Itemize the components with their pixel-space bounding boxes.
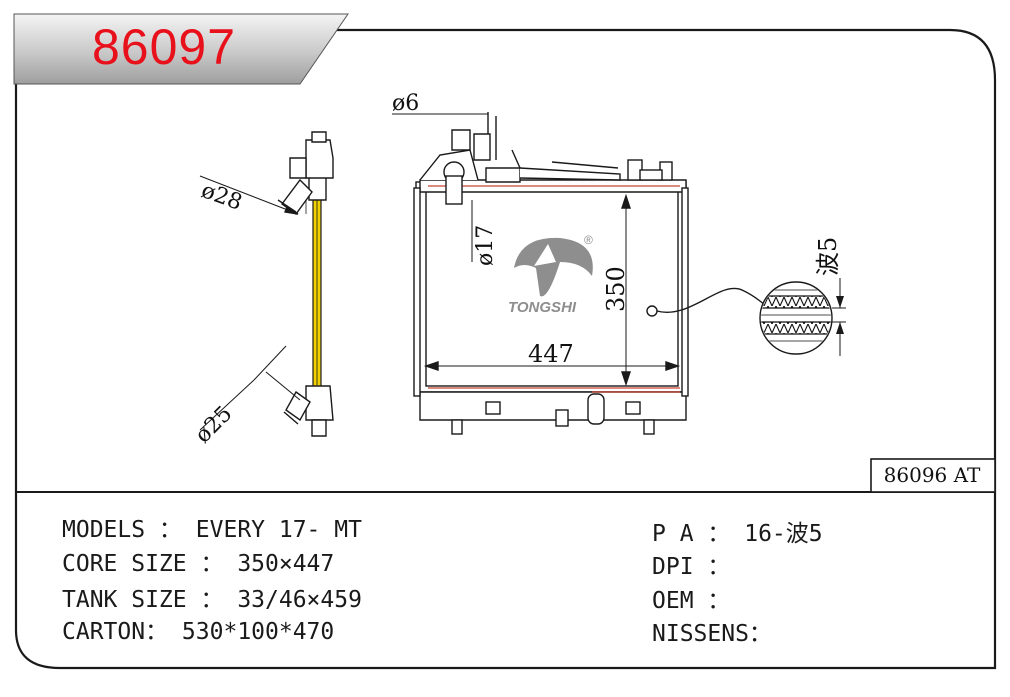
logo-mark: ® [584, 233, 593, 247]
side-view [199, 131, 334, 437]
spec-nissens: NISSENS： [652, 621, 772, 647]
logo-text: TONGSHI [508, 299, 577, 316]
spec-oem: OEM ： [652, 588, 731, 614]
spec-core-size: CORE SIZE ： 350×447 [62, 551, 335, 577]
dim-fin-pitch: 波5 [814, 237, 842, 276]
dim-cap-pipe: ø17 [473, 225, 498, 266]
spec-carton: CARTON： 530*100*470 [62, 619, 335, 645]
dim-width: 447 [528, 340, 574, 368]
spec-dpi: DPI ： [652, 554, 731, 580]
spec-tank-size: TANK SIZE ： 33/46×459 [62, 587, 362, 613]
spec-pa: P A ： 16-波5 [652, 521, 823, 547]
dim-inlet-lower: ø25 [191, 401, 238, 448]
dim-small-pipe: ø6 [392, 91, 419, 116]
outer-frame [14, 28, 997, 670]
fin-detail [759, 278, 846, 356]
tongshi-logo [514, 237, 593, 297]
spec-models: MODELS ： EVERY 17- MT [62, 517, 362, 543]
part-number: 86097 [92, 19, 237, 75]
alt-ref-box [870, 458, 996, 493]
front-view [392, 112, 765, 435]
dim-inlet-upper: ø28 [198, 178, 245, 216]
dim-height: 350 [602, 266, 630, 312]
alt-reference: 86096 AT [883, 463, 981, 487]
title-banner [13, 13, 349, 85]
